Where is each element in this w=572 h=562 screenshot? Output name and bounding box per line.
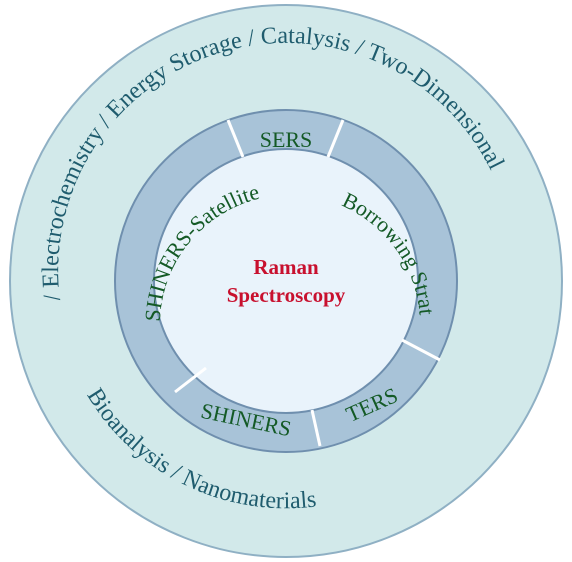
center-disk: [153, 148, 419, 414]
divider-ters-shiners: [310, 409, 322, 447]
divider-shiners-satellite: [174, 366, 207, 394]
center-title-line2: Spectroscopy: [227, 283, 346, 307]
center-title-line1: Raman: [253, 255, 319, 279]
inner-label-sers: SERS: [260, 127, 313, 152]
divider-sers-left: [226, 119, 245, 158]
divider-sers-right: [326, 119, 345, 158]
inner-ring-dividers: [174, 119, 441, 447]
divider-borrowing-ters: [401, 338, 441, 362]
